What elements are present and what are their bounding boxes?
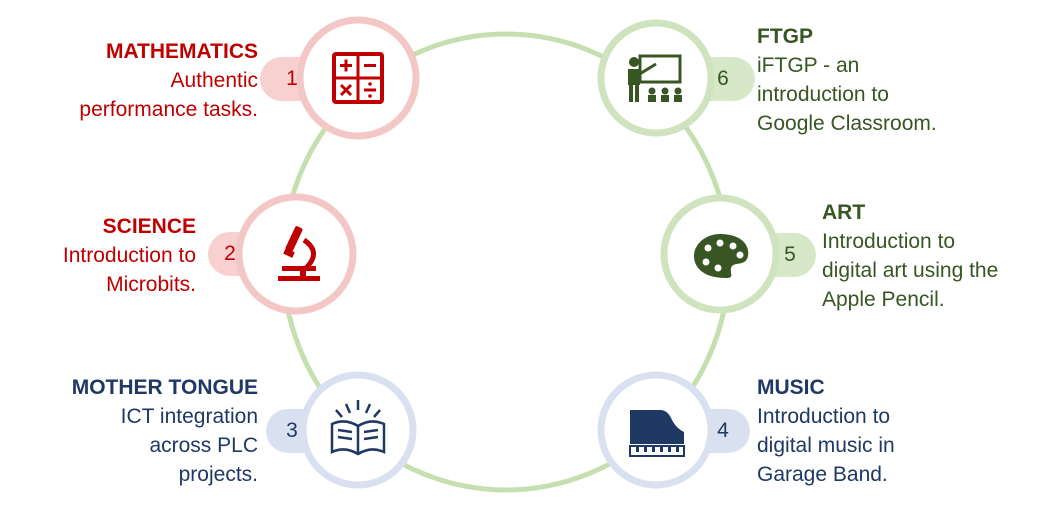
node-6-ring [597, 19, 715, 137]
label-title: SCIENCE [102, 215, 196, 238]
label-music: MUSIC Introduction to digital music in G… [757, 373, 895, 489]
label-title: FTGP [757, 25, 813, 48]
node-4-number: 4 [717, 419, 729, 442]
node-2-number: 2 [224, 242, 236, 265]
node-6-number: 6 [717, 67, 729, 90]
label-title: MUSIC [757, 376, 825, 399]
label-title: ART [822, 201, 866, 224]
microscope-icon [278, 226, 320, 281]
label-mother-tongue: MOTHER TONGUE ICT integration across PLC… [72, 373, 258, 489]
calculator-icon [332, 52, 384, 104]
label-line: Apple Pencil. [822, 288, 945, 311]
node-1 [260, 16, 420, 140]
label-title: MOTHER TONGUE [71, 376, 258, 399]
label-line: digital art using the [822, 259, 999, 282]
label-line: Authentic [170, 69, 258, 92]
open-book-icon [330, 400, 386, 456]
label-line: Garage Band. [757, 463, 888, 486]
label-ftgp: FTGP iFTGP - an introduction to Google C… [757, 22, 937, 138]
label-line: Introduction to [757, 405, 891, 428]
label-art: ART Introduction to digital art using th… [822, 198, 998, 314]
node-3-number: 3 [286, 419, 298, 442]
label-mathematics: MATHEMATICS Authentic performance tasks. [79, 37, 258, 124]
label-line: performance tasks. [79, 98, 258, 121]
node-5-number: 5 [784, 243, 796, 266]
label-line: Google Classroom. [757, 112, 937, 135]
label-line: Introduction to [62, 244, 196, 267]
piano-icon [629, 410, 685, 457]
palette-icon [694, 234, 749, 278]
node-1-number: 1 [286, 67, 298, 90]
node-2 [208, 193, 357, 315]
label-line: projects. [178, 463, 258, 486]
label-line: introduction to [757, 83, 889, 106]
node-3 [266, 371, 417, 489]
node-6 [597, 19, 755, 137]
label-title: MATHEMATICS [105, 40, 258, 63]
label-line: across PLC [149, 434, 258, 457]
label-line: ICT integration [120, 405, 258, 428]
teacher-board-icon [628, 54, 682, 102]
label-line: digital music in [757, 434, 895, 457]
node-2-ring [235, 193, 357, 315]
label-science: SCIENCE Introduction to Microbits. [63, 212, 196, 299]
label-line: Microbits. [106, 273, 196, 296]
node-5 [660, 194, 816, 314]
node-4 [597, 371, 750, 489]
label-line: iFTGP - an [757, 54, 860, 77]
label-line: Introduction to [822, 230, 956, 253]
